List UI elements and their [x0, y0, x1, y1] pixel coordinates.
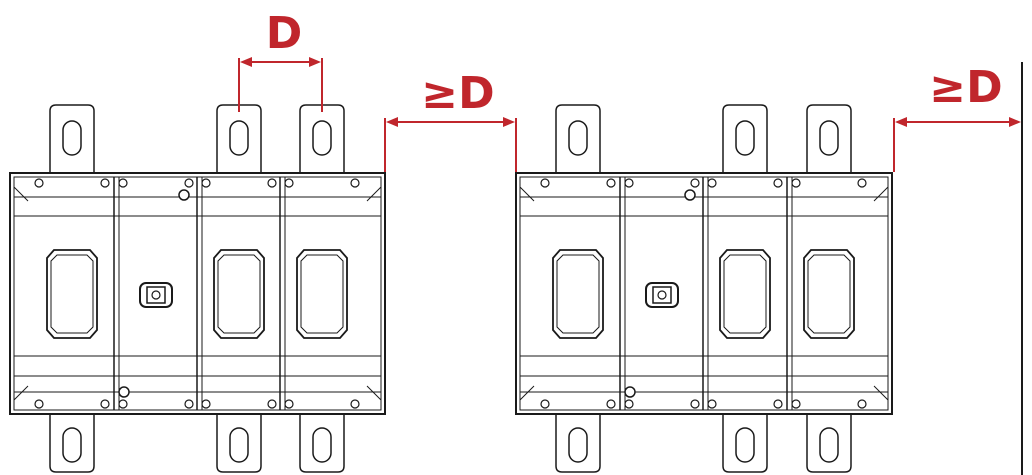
terminal-bottom [49, 414, 95, 473]
handle-mechanism [624, 189, 696, 398]
pole-window [552, 249, 604, 339]
terminal-top [555, 104, 601, 173]
dimension-between-switches: ≥D [384, 68, 517, 172]
terminal-top [806, 104, 852, 173]
terminal-bottom [722, 414, 768, 473]
switch-left [9, 104, 386, 473]
terminal-top [49, 104, 95, 173]
terminal-bottom [216, 414, 262, 473]
dimension-d-label: D [266, 8, 303, 59]
handle-mechanism [118, 189, 190, 398]
terminal-bottom [299, 414, 345, 473]
terminal-top [216, 104, 262, 173]
dimension-wall-label: ≥D [929, 62, 1002, 113]
pole-window [719, 249, 771, 339]
terminal-top [299, 104, 345, 173]
dimension-between-label: ≥D [421, 68, 494, 119]
pole-window [46, 249, 98, 339]
pole-window [803, 249, 855, 339]
switch-right [515, 104, 893, 473]
dimension-to-wall: ≥D [893, 62, 1021, 172]
terminal-top [722, 104, 768, 173]
pole-window [296, 249, 348, 339]
terminal-bottom [806, 414, 852, 473]
terminal-bottom [555, 414, 601, 473]
pole-window [213, 249, 265, 339]
dimension-d: D [238, 8, 323, 112]
